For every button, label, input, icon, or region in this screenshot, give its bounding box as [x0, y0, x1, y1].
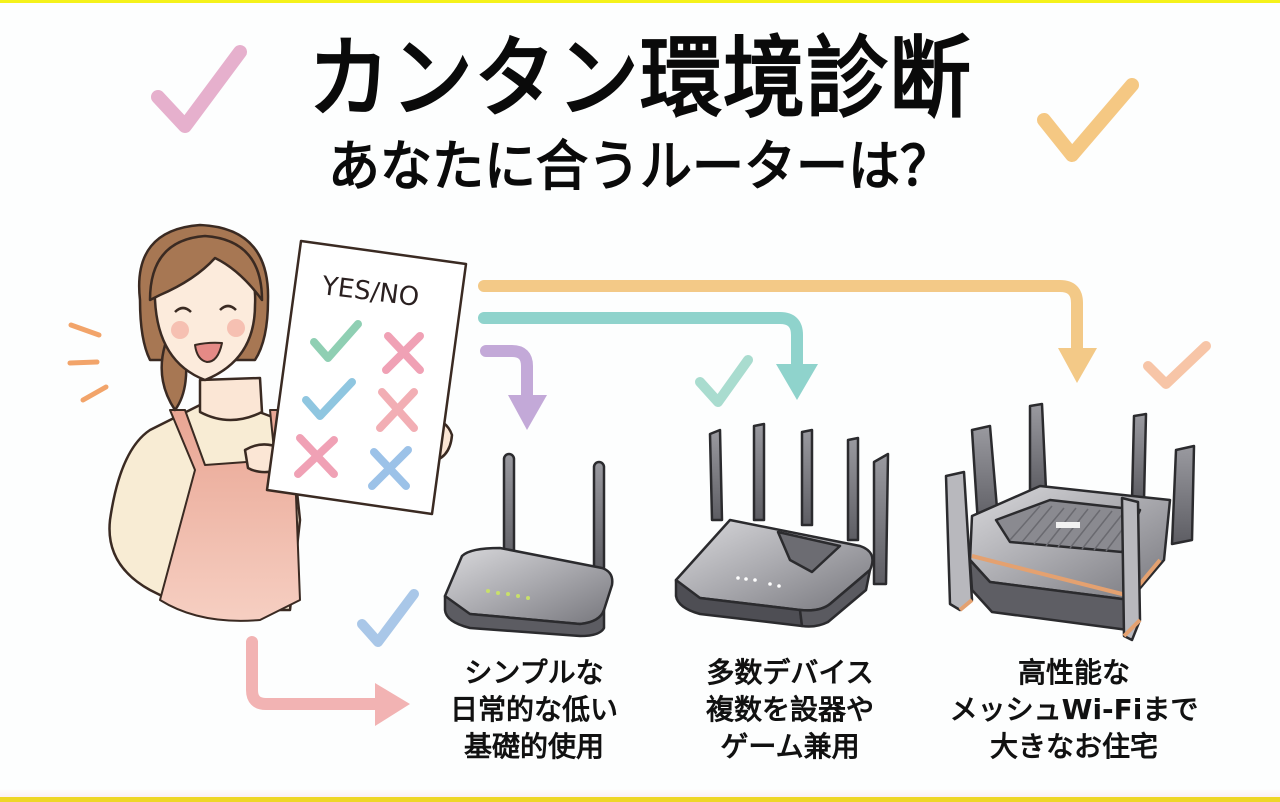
option-gaming-caption: 多数デバイス 複数を設器や ゲーム兼用: [682, 654, 898, 765]
check-icon-orange-top-right: [1037, 78, 1139, 162]
caption-line: 多数デバイス: [706, 656, 874, 689]
cross-icon: [294, 434, 338, 478]
top-accent-bar: [0, 0, 1280, 3]
bottom-tint: [0, 789, 1280, 797]
router-gaming-illustration: [674, 422, 890, 628]
caption-line: シンプルな: [464, 656, 604, 689]
router-basic-illustration: [443, 452, 614, 638]
caption-line: 大きなお住宅: [989, 730, 1158, 763]
yes-no-board: YES/NO: [265, 239, 468, 516]
caption-line: 複数を設器や: [705, 693, 874, 726]
caption-line: 基礎的使用: [463, 730, 604, 763]
woman-illustration: [108, 223, 454, 622]
caption-line: メッシュWi-Fiまで: [949, 693, 1199, 726]
check-icon-teal-middle: [695, 355, 753, 407]
caption-line: 高性能な: [1017, 656, 1130, 689]
check-icon-peach-right: [1143, 341, 1211, 389]
option-mesh-caption: 高性能な メッシュWi-Fiまで 大きなお住宅: [934, 654, 1214, 765]
arrow-icon-pink-bottom: [246, 636, 410, 726]
sparkle-lines-icon: [67, 322, 109, 403]
check-icon-blue-bottom: [357, 589, 419, 647]
arrow-icon-purple-to-basic: [480, 345, 547, 430]
cross-icon: [368, 446, 412, 490]
page-title: カンタン環境診断: [307, 28, 972, 131]
caption-line: 日常的な低い: [449, 693, 618, 726]
check-icon-pink-top-left: [151, 45, 247, 133]
bottom-accent-bar: [0, 797, 1280, 802]
check-icon: [302, 378, 356, 420]
cross-icon: [382, 332, 424, 374]
arrow-icon-orange-to-mesh: [478, 280, 1097, 383]
page-subtitle: あなたに合うルーターは？: [327, 135, 952, 199]
check-icon: [310, 320, 362, 362]
cross-icon: [376, 388, 418, 432]
arrow-icon-teal-to-gaming: [478, 312, 818, 400]
option-basic-caption: シンプルな 日常的な低い 基礎的使用: [436, 654, 632, 765]
caption-line: ゲーム兼用: [720, 730, 860, 763]
router-mesh-illustration: [944, 402, 1196, 642]
